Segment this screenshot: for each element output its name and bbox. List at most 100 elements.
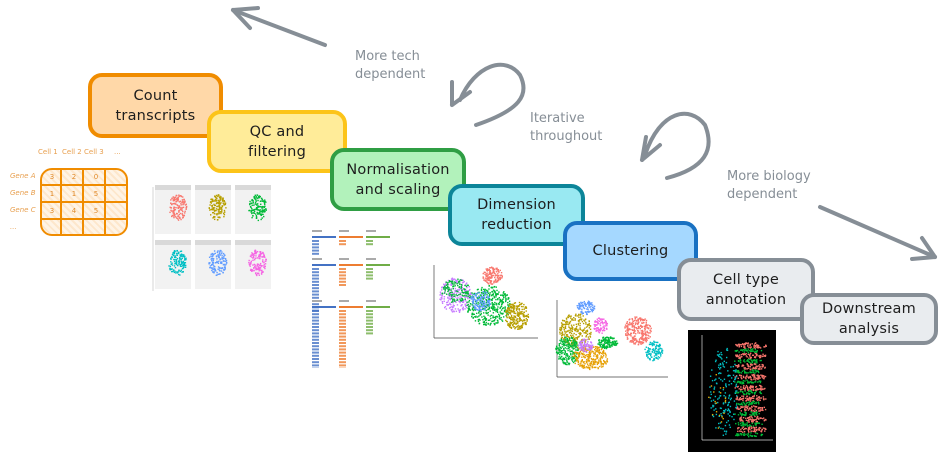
umap-point <box>603 322 606 324</box>
umap-point <box>640 342 642 345</box>
umap-point <box>487 295 489 297</box>
umap-point <box>565 317 568 319</box>
facet-point <box>263 206 266 209</box>
facet-point <box>256 274 258 277</box>
umap-point <box>481 301 483 303</box>
umap-point <box>571 325 573 328</box>
facet-point <box>215 194 218 197</box>
facet-point <box>179 206 181 209</box>
facet-point <box>173 271 176 274</box>
facet-point <box>255 216 258 218</box>
spatial-point <box>741 365 743 367</box>
spatial-point <box>755 377 758 380</box>
spatial-point <box>751 382 753 384</box>
spatial-point <box>749 390 752 392</box>
umap-point <box>657 353 660 355</box>
spatial-point <box>710 393 712 396</box>
spatial-point <box>755 353 758 355</box>
umap-point <box>600 341 602 343</box>
umap-point <box>608 339 611 342</box>
umap-point <box>508 297 510 299</box>
umap-point <box>493 295 495 298</box>
umap-point <box>602 353 604 355</box>
value-bar <box>366 313 373 316</box>
umap-point <box>464 296 466 298</box>
umap-point <box>594 352 596 354</box>
umap-point <box>518 308 521 310</box>
umap-point <box>508 300 511 302</box>
umap-point <box>515 308 518 310</box>
value-bar <box>366 319 373 322</box>
facet-point <box>175 213 178 215</box>
umap-point <box>459 301 461 304</box>
umap-point <box>466 284 469 286</box>
umap-point <box>478 312 480 314</box>
umap-point <box>581 311 583 314</box>
umap-point <box>489 300 491 302</box>
umap-point <box>575 340 578 343</box>
umap-point <box>595 350 597 352</box>
umap-point <box>490 322 492 325</box>
value-bar <box>312 364 319 367</box>
umap-point <box>633 343 635 345</box>
umap-point <box>497 279 500 282</box>
umap-point <box>639 324 642 327</box>
spatial-point <box>742 416 745 419</box>
spatial-point <box>755 350 757 353</box>
umap-point <box>602 354 605 357</box>
facet-point <box>178 261 181 263</box>
umap-point <box>634 317 637 319</box>
facet-point <box>217 273 220 275</box>
spatial-point <box>759 346 761 349</box>
umap-point <box>445 286 447 289</box>
umap-point <box>569 321 571 324</box>
umap-point <box>488 269 490 271</box>
facet-point <box>248 264 251 266</box>
umap-point <box>593 352 595 355</box>
umap-point <box>602 351 605 354</box>
umap-point <box>579 332 582 334</box>
umap-point <box>593 305 596 308</box>
umap-point <box>571 358 574 360</box>
umap-point <box>573 341 575 344</box>
spatial-point <box>741 414 744 416</box>
umap-point <box>590 344 592 346</box>
facet-point <box>215 274 218 277</box>
umap-point <box>457 278 459 280</box>
facet-point <box>218 269 221 271</box>
umap-point <box>635 326 638 329</box>
spatial-point <box>754 347 757 349</box>
umap-point <box>478 310 481 312</box>
umap-point <box>443 283 445 285</box>
matrix-cell: 5 <box>93 190 99 198</box>
umap-point <box>447 279 450 282</box>
facet-point <box>177 219 180 221</box>
facet-point <box>211 198 213 200</box>
facet-point <box>173 207 175 210</box>
spatial-point <box>749 352 752 354</box>
umap-point <box>593 323 595 326</box>
value-bar <box>312 249 319 252</box>
umap-point <box>457 288 459 291</box>
facet-point <box>224 211 226 213</box>
umap-point <box>461 295 464 297</box>
facet-point <box>254 208 256 211</box>
umap-point <box>445 281 447 283</box>
spatial-point <box>742 426 744 428</box>
facet-point <box>217 268 219 270</box>
umap-point <box>637 341 640 343</box>
facet-point <box>217 199 219 202</box>
facet-point <box>178 269 180 272</box>
umap-point <box>496 319 499 322</box>
umap-point <box>570 336 573 339</box>
value-bar <box>312 319 319 322</box>
umap-point <box>602 323 604 325</box>
spatial-point <box>749 344 751 347</box>
spatial-point <box>720 351 722 354</box>
umap-point <box>639 317 642 319</box>
facet-point <box>260 211 262 213</box>
umap-point <box>483 318 485 320</box>
umap-point <box>488 296 490 299</box>
umap-point <box>580 339 583 341</box>
